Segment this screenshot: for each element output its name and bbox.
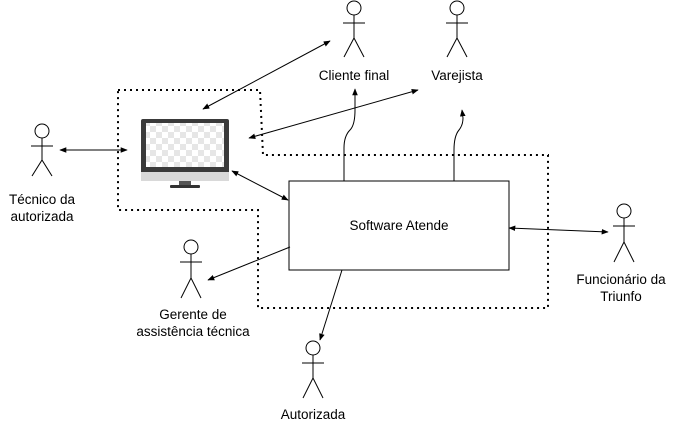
actor-gerente-icon — [180, 239, 202, 299]
label-gerente-line2: assistência técnica — [136, 324, 250, 339]
label-autorizada: Autorizada — [280, 407, 346, 422]
label-gerente: Gerente de assistência técnica — [136, 306, 249, 340]
actor-autorizada-icon — [302, 340, 324, 399]
label-tecnico-line1: Técnico da — [8, 192, 76, 207]
arrow-software-varejista — [453, 109, 466, 181]
label-cliente-final: Cliente final — [318, 68, 390, 83]
arrow-computer-software — [231, 170, 289, 201]
arrow-software-gerente — [207, 246, 291, 281]
computer-monitor-icon — [141, 119, 229, 188]
arrow-software-cliente — [343, 88, 358, 181]
actor-tecnico-icon — [31, 123, 53, 177]
label-funcionario: Funcionário da Triunfo — [576, 271, 665, 305]
actor-varejista-icon — [446, 0, 468, 58]
arrow-computer-cliente — [202, 40, 331, 110]
label-tecnico: Técnico da autorizada — [9, 191, 75, 225]
label-funcionario-line2: Triunfo — [600, 289, 642, 304]
label-tecnico-line2: autorizada — [10, 209, 74, 224]
label-funcionario-line1: Funcionário da — [576, 272, 666, 287]
label-gerente-line1: Gerente de — [159, 307, 227, 322]
arrow-software-funcionario — [508, 225, 609, 235]
actor-funcionario-icon — [613, 203, 635, 263]
software-atende-box — [288, 180, 510, 271]
label-software-atende: Software Atende — [349, 218, 449, 233]
label-varejista: Varejista — [431, 68, 483, 83]
actor-cliente-icon — [343, 0, 365, 58]
arrow-computer-varejista — [248, 89, 419, 139]
arrow-software-autorizada — [319, 269, 343, 341]
